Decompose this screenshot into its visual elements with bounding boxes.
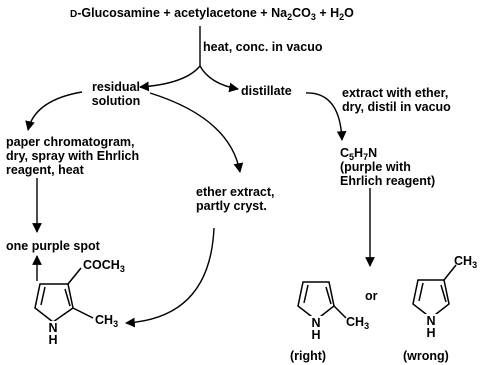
d-prefix: D bbox=[70, 9, 78, 20]
heat-condition: heat, conc. in vacuo bbox=[203, 40, 323, 54]
ether-extract-label: ether extract, partly cryst. bbox=[196, 185, 275, 213]
or-label: or bbox=[365, 289, 378, 303]
arrow-to-distillate bbox=[199, 65, 239, 93]
residual-solution-label: residual solution bbox=[91, 80, 141, 108]
nh-label-a: N H bbox=[46, 321, 60, 347]
molecular-formula: C5H7N bbox=[340, 146, 378, 162]
ch3-label-a: CH3 bbox=[95, 313, 119, 329]
nh-label-c: N H bbox=[424, 314, 438, 340]
purple-spot-label: one purple spot bbox=[6, 239, 100, 253]
extract-with-ether-label: extract with ether, dry, distil in vacuo bbox=[342, 86, 451, 114]
ch3-label-c: CH3 bbox=[454, 254, 478, 270]
arrow-to-formula bbox=[305, 92, 347, 141]
ch3-label-b: CH3 bbox=[346, 315, 370, 331]
nh-label-b: N H bbox=[309, 316, 323, 342]
acetyl-methyl-pyrrole-structure bbox=[34, 267, 94, 323]
arrow-to-residual bbox=[139, 65, 201, 92]
coch3-label: COCH3 bbox=[83, 258, 125, 274]
arrow-to-ether-extract bbox=[149, 92, 244, 173]
right-label: (right) bbox=[290, 349, 327, 363]
methyl-pyrrole-wrong-structure bbox=[412, 264, 457, 319]
reaction-equation: D-Glucosamine + acetylacetone + Na2CO3 +… bbox=[70, 6, 354, 22]
wrong-label: (wrong) bbox=[403, 349, 449, 363]
paper-chromatogram-label: paper chromatogram, dry, spray with Ehrl… bbox=[6, 135, 140, 177]
arrow-to-paper bbox=[25, 91, 83, 131]
distillate-label: distillate bbox=[241, 84, 292, 98]
methyl-pyrrole-right-structure bbox=[297, 281, 347, 321]
arrow-to-acetyl-pyrrole bbox=[125, 227, 215, 328]
ehrlich-result-label: (purple with Ehrlich reagent) bbox=[340, 160, 436, 188]
